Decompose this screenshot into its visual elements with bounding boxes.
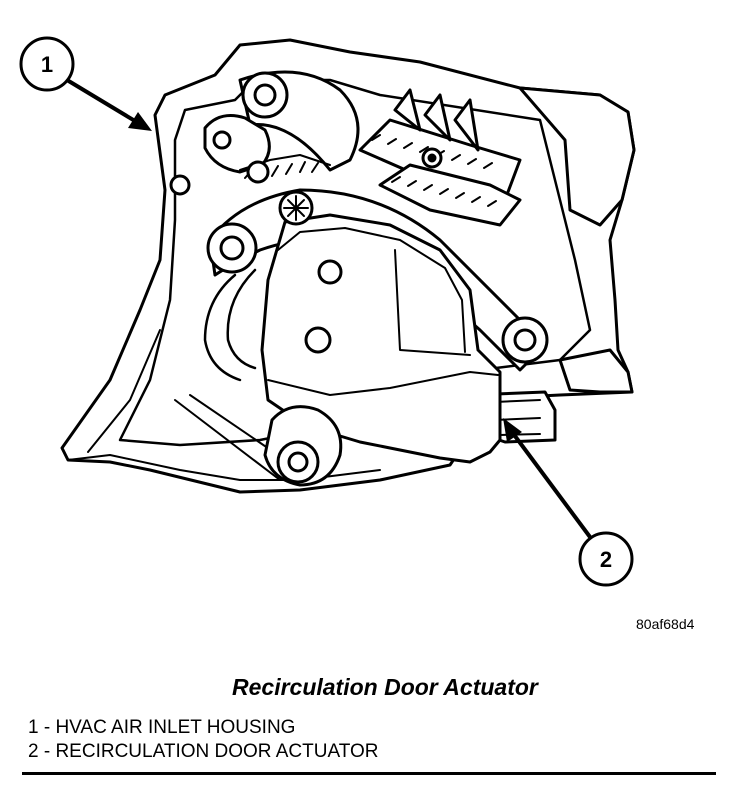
callout-2: 2 [503,418,634,587]
blend-door-louvers [358,88,522,227]
recirculation-door-actuator [260,190,502,487]
legend: 1 - HVAC AIR INLET HOUSING 2 - RECIRCULA… [28,716,378,764]
door-gear [169,70,360,196]
figure-title: Recirculation Door Actuator [232,674,538,700]
callout-1: 1 [19,36,152,131]
callout-1-number: 1 [41,52,53,77]
legend-item-1: 1 - HVAC AIR INLET HOUSING [28,717,296,738]
bottom-rule [22,772,716,775]
legend-item-2: 2 - RECIRCULATION DOOR ACTUATOR [28,741,379,762]
callout-2-number: 2 [600,547,612,572]
figure-id: 80af68d4 [636,616,695,632]
